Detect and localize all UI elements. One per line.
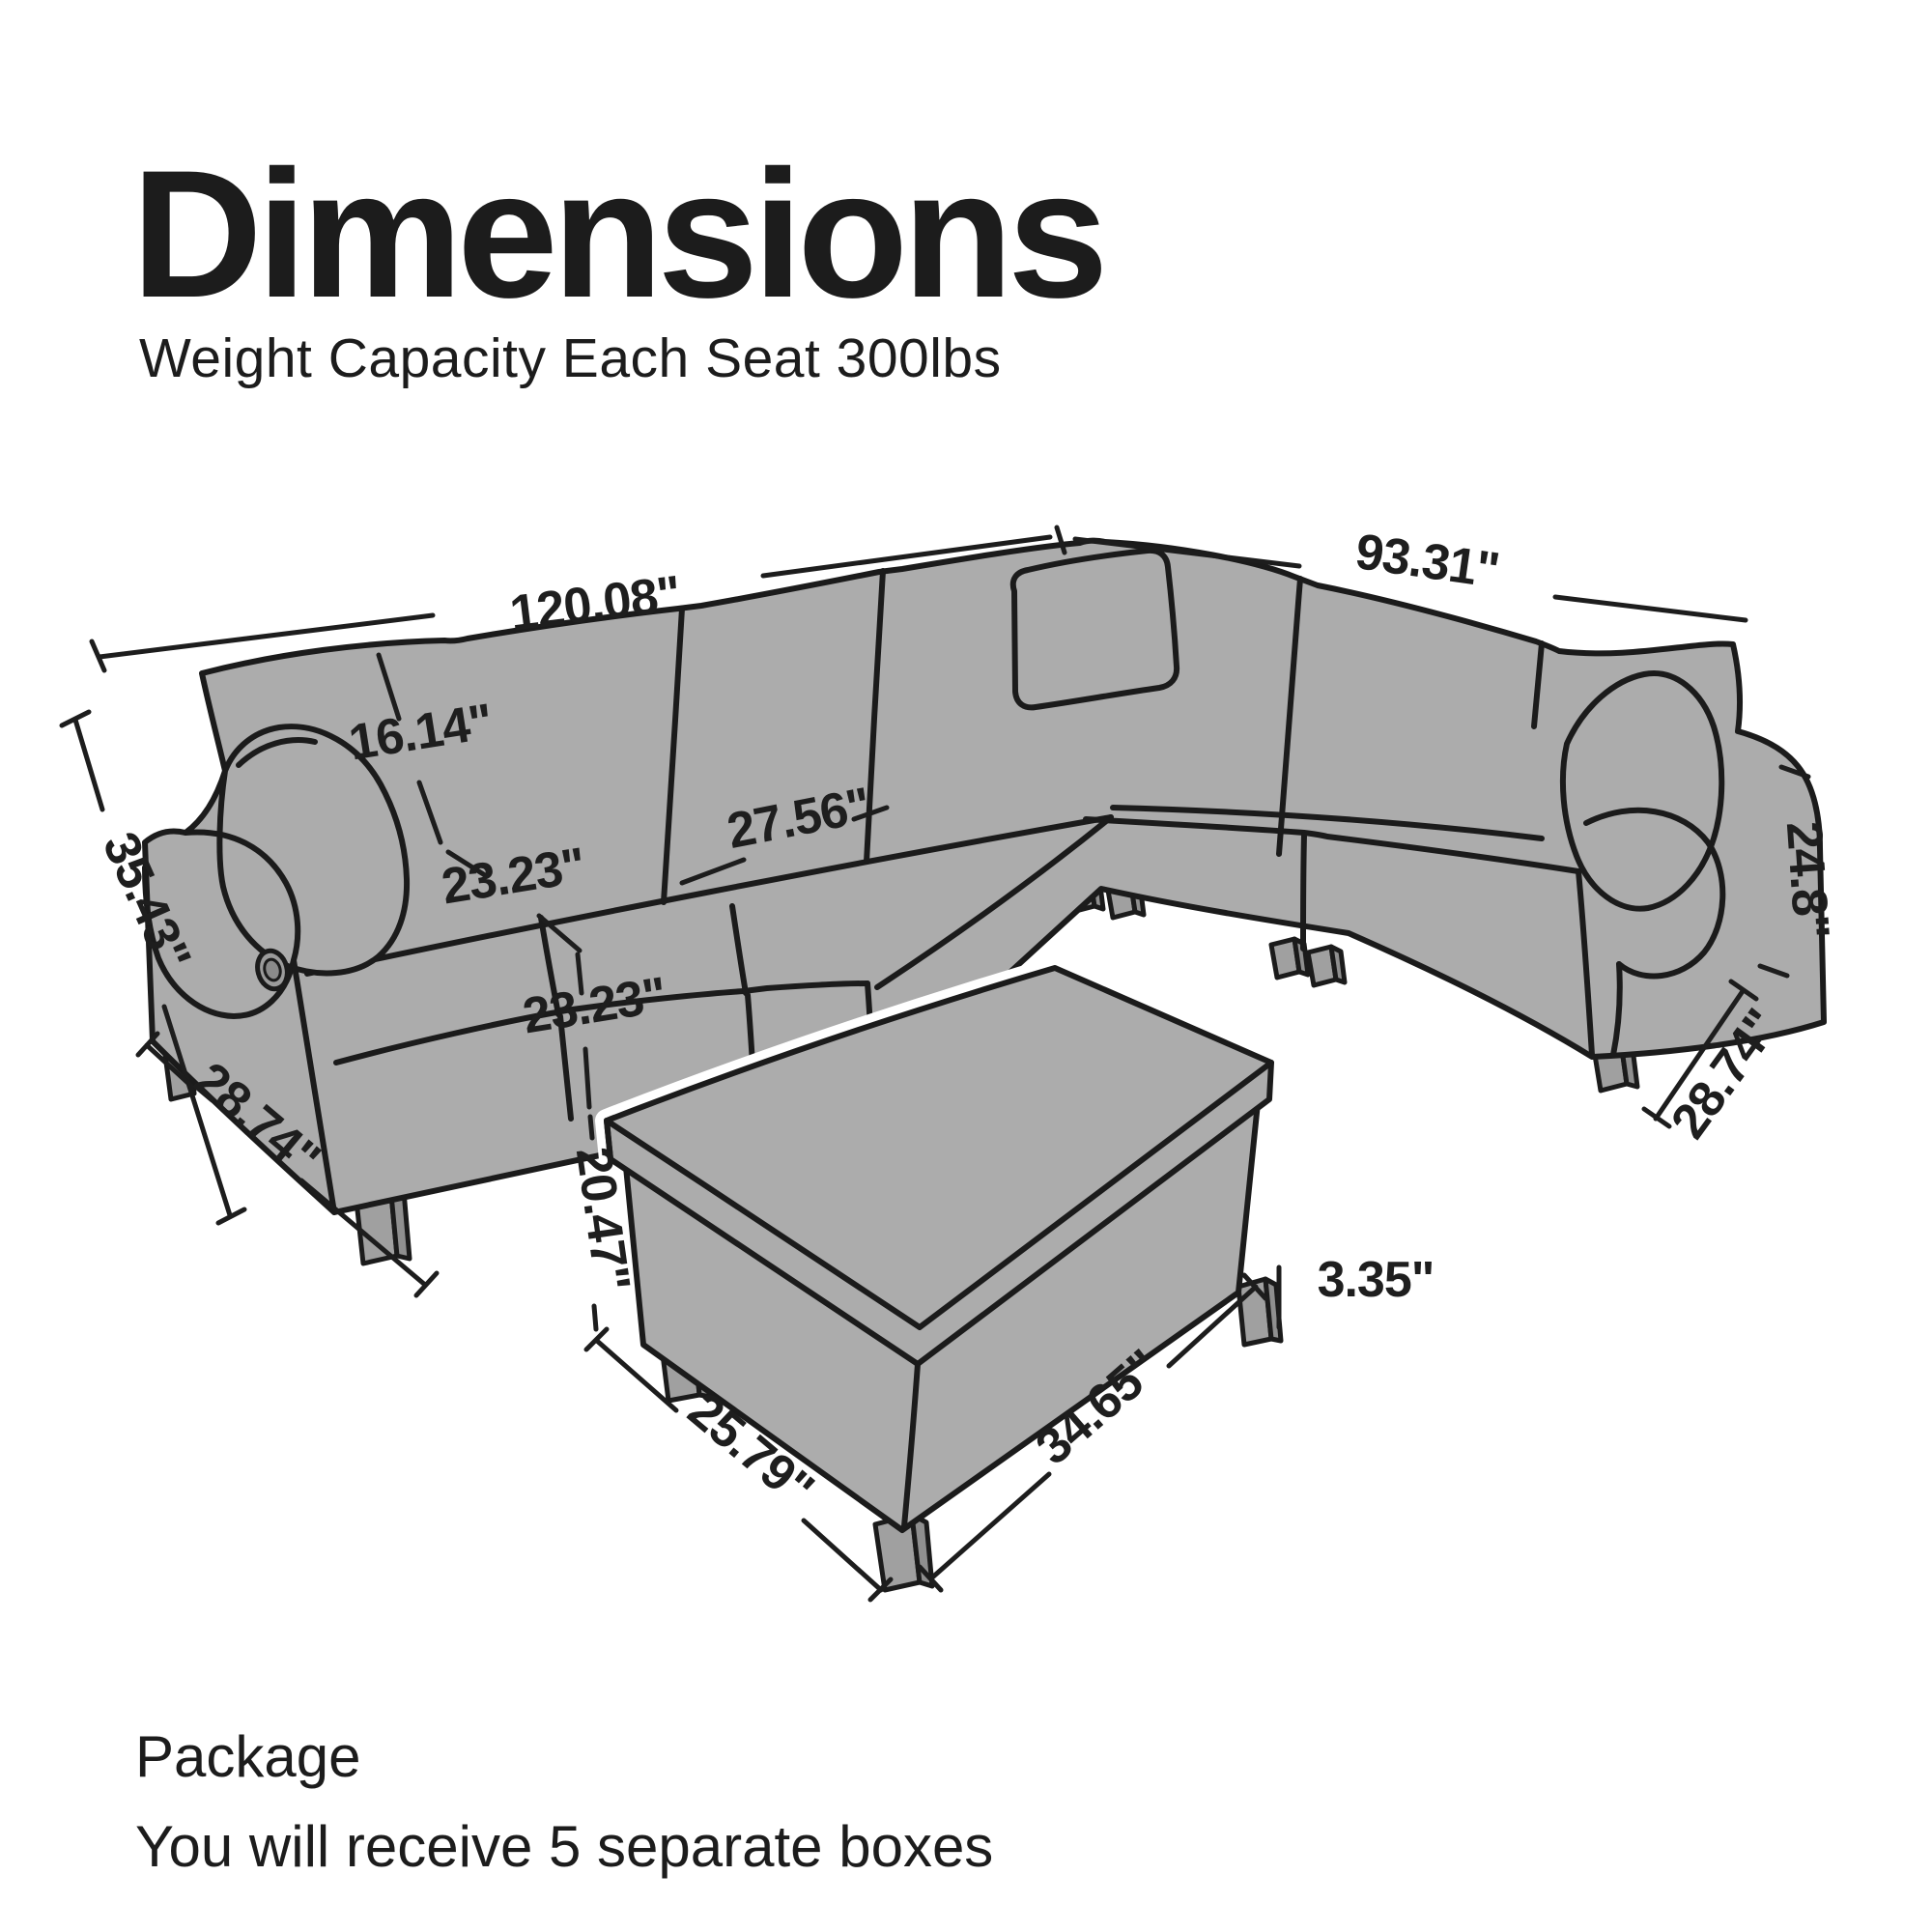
package-description: You will receive 5 separate boxes	[135, 1814, 994, 1879]
cup-holder	[255, 948, 290, 992]
corner-throw-pillow	[1009, 547, 1180, 711]
seat-front-edge-right	[1083, 816, 1581, 874]
right-arm-seam	[1576, 868, 1595, 1058]
package-note: Package You will receive 5 separate boxe…	[135, 1712, 993, 1891]
back-cushion-separators	[661, 568, 1545, 905]
left-arm-cap	[142, 829, 301, 1019]
weight-capacity-note: Weight Capacity Each Seat 300lbs	[139, 327, 1002, 389]
ottoman-illustration	[595, 956, 1284, 1593]
left-arm-front-edge	[291, 957, 337, 1215]
dim-label-335: 3.35"	[1318, 1252, 1435, 1308]
back-cushion-junction-left	[304, 814, 1114, 977]
page-title: Dimensions	[131, 132, 1109, 335]
dim-arm-height: 24.8"	[1757, 764, 1839, 979]
right-arm-cap	[1583, 807, 1726, 980]
left-throw-pillow	[216, 724, 411, 977]
right-throw-pillow	[1559, 670, 1725, 912]
package-heading: Package	[135, 1724, 361, 1789]
corner-seat-crease	[874, 814, 1114, 990]
dim-label-248: 24.8"	[1776, 820, 1839, 941]
dim-back-width-right: 93.31"	[1072, 524, 1748, 623]
dim-ottoman-leg: 3.35"	[1276, 1252, 1435, 1330]
dim-label-93: 93.31"	[1352, 524, 1502, 599]
ottoman-pillow-top	[604, 965, 1274, 1367]
seat-front-edge-left	[333, 980, 870, 1065]
back-cushion-junction-right	[1110, 805, 1545, 841]
